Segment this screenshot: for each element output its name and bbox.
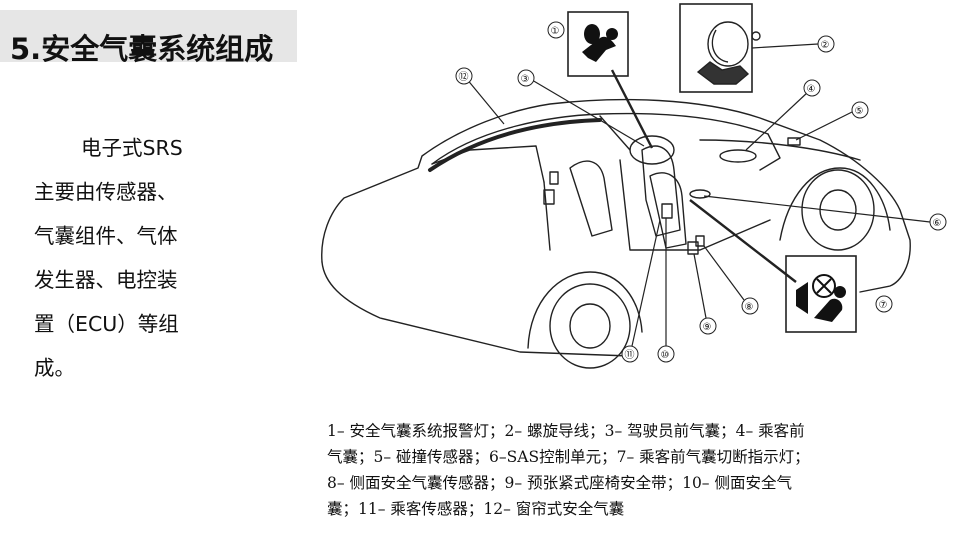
passenger-airbag-off-icon <box>796 274 846 322</box>
leader-line-3 <box>531 79 645 147</box>
callout-4: ④ <box>807 84 816 95</box>
callout-1: ① <box>551 26 560 37</box>
callout-10: ⑩ <box>661 350 670 361</box>
body-line: 气囊组件、气体 <box>34 224 178 248</box>
leader-line-6 <box>703 195 931 223</box>
car-body-outline <box>321 98 911 293</box>
windshield <box>599 115 781 171</box>
body-line: 置（ECU）等组 <box>34 312 179 336</box>
caption-line: 1– 安全气囊系统报警灯；2– 螺旋导线；3– 驾驶员前气囊；4– 乘客前 <box>327 422 805 440</box>
passenger-airbag-module <box>719 149 757 163</box>
leader-line-9 <box>693 253 707 319</box>
hood <box>699 139 861 161</box>
callout-5: ⑤ <box>855 106 864 117</box>
rear-side-sensor-2 <box>549 171 559 185</box>
diagram-caption: 1– 安全气囊系统报警灯；2– 螺旋导线；3– 驾驶员前气囊；4– 乘客前 气囊… <box>327 418 937 522</box>
leader-line-2 <box>751 43 819 49</box>
leader-line-5 <box>795 111 853 141</box>
side-airbag <box>695 235 705 247</box>
body-line: 主要由传感器、 <box>34 180 178 204</box>
callout-2: ② <box>821 40 830 51</box>
rear-wheel <box>549 283 631 369</box>
body-line: 电子式SRS <box>81 136 183 160</box>
seatbelt-pretensioner <box>687 241 699 255</box>
title-bar: 5.安全气囊系统组成 <box>0 10 297 66</box>
curtain-airbag <box>428 118 602 172</box>
caption-line: 囊；11– 乘客传感器；12– 窗帘式安全气囊 <box>327 500 625 518</box>
clockspring-icon <box>696 21 761 85</box>
leader-line-8 <box>703 245 745 301</box>
sas-control-unit <box>689 189 711 199</box>
steering-wheel <box>629 135 675 165</box>
leader-line-1 <box>610 69 654 149</box>
callout-9: ⑨ <box>703 322 712 333</box>
callout-6: ⑥ <box>933 218 942 229</box>
rear-wheel-hub <box>569 303 611 349</box>
airbag-warning-icon <box>582 24 618 62</box>
rear-side-sensor <box>543 189 555 205</box>
front-wheel <box>801 169 875 251</box>
rear-window <box>431 145 545 183</box>
side-airbag-sensor <box>661 203 673 219</box>
leader-line-11 <box>631 219 661 347</box>
leader-line-7 <box>689 199 797 283</box>
leader-line-4 <box>745 91 809 151</box>
caption-line: 8– 侧面安全气囊传感器；9– 预张紧式座椅安全带；10– 侧面安全气 <box>327 474 792 492</box>
caption-line: 气囊；5– 碰撞传感器；6–SAS控制单元；7– 乘客前气囊切断指示灯； <box>327 448 810 466</box>
roofline <box>431 112 769 165</box>
callout-8: ⑧ <box>745 302 754 313</box>
callout-7: ⑦ <box>879 300 888 311</box>
front-wheel-hub <box>819 189 857 231</box>
page-title: 5.安全气囊系统组成 <box>10 32 274 66</box>
callout-12: ⑫ <box>459 71 469 83</box>
car-lower-outline <box>321 261 631 357</box>
airbag-system-diagram: ① ② ③ ④ ⑤ ⑥ ⑦ ⑧ ⑨ ⑩ ⑪ ⑫ <box>321 3 947 369</box>
crash-sensor <box>787 137 801 146</box>
rear-wheel-arch <box>527 271 643 349</box>
callout-3: ③ <box>521 74 530 85</box>
callout-11: ⑪ <box>625 349 635 361</box>
leader-line-12 <box>465 77 505 125</box>
driver-seat <box>649 172 687 249</box>
body-line: 成。 <box>34 356 75 380</box>
body-text: 电子式SRS 主要由传感器、 气囊组件、气体 发生器、电控装 置（ECU）等组 … <box>34 126 209 390</box>
rear-seat <box>569 160 613 237</box>
body-line: 发生器、电控装 <box>34 268 178 292</box>
